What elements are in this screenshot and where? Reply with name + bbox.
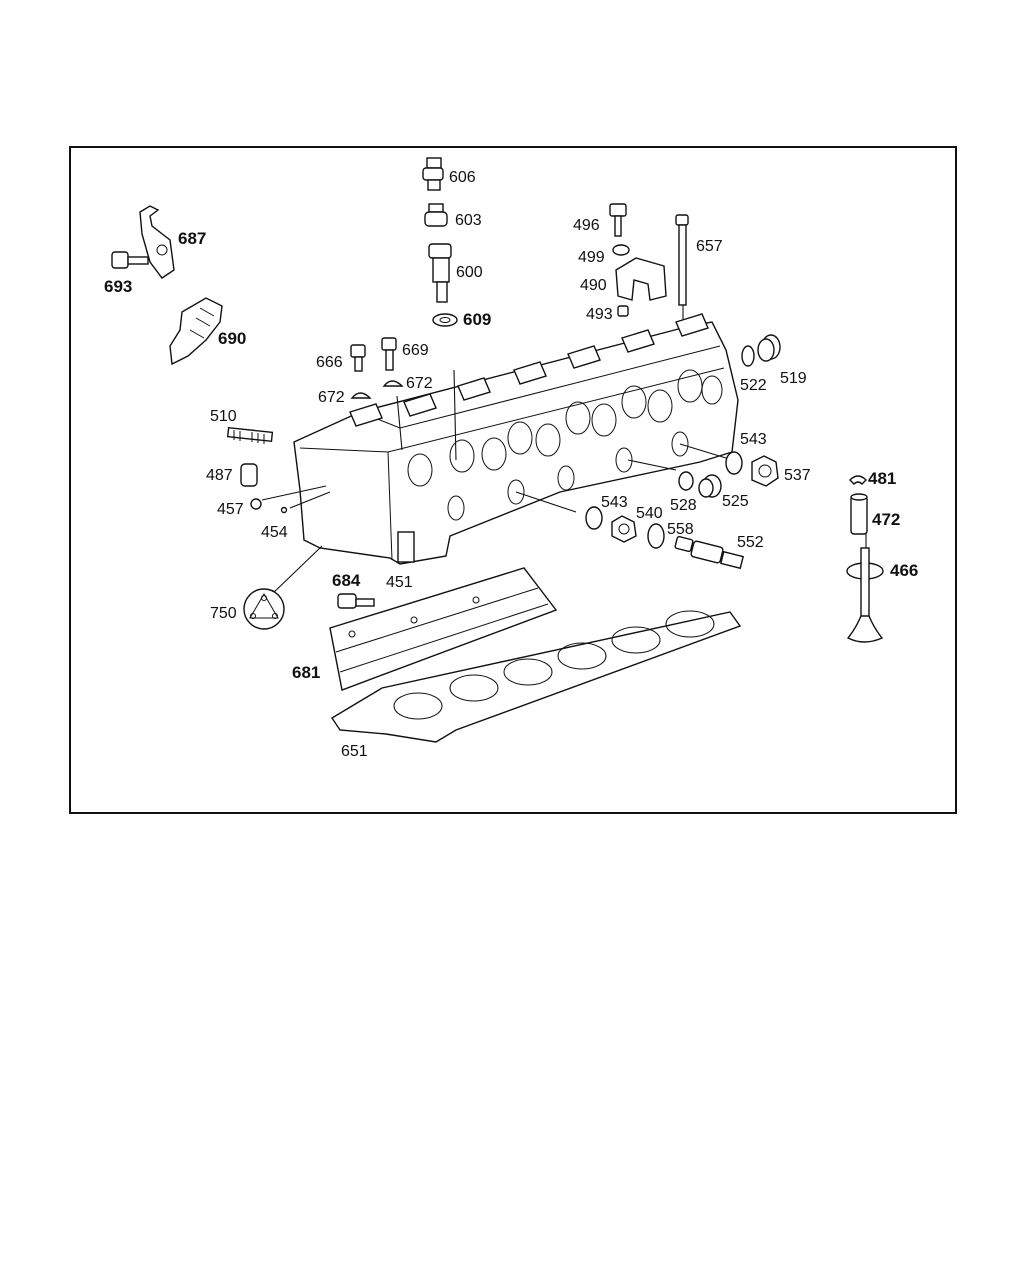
pin-454[interactable]	[280, 506, 288, 514]
washer-499[interactable]	[612, 244, 630, 256]
seal-ring-543-right[interactable]	[725, 451, 743, 475]
diagram-frame: 606 603 600 609 687 693 690 496 499 490 493 657 666 6…	[69, 146, 957, 814]
callout-603: 603	[455, 212, 482, 229]
bearing-cap-490[interactable]	[615, 257, 667, 301]
callout-472: 472	[872, 510, 900, 529]
cylinder-head-451[interactable]	[293, 313, 739, 565]
seal-ring-558[interactable]	[647, 523, 665, 549]
bolt-496[interactable]	[609, 203, 627, 237]
plug-519[interactable]	[757, 334, 781, 362]
callout-451: 451	[386, 574, 413, 591]
cover-750[interactable]	[243, 588, 285, 630]
part-603[interactable]	[424, 203, 448, 227]
gasket-bores	[393, 610, 715, 720]
callout-552: 552	[737, 534, 764, 551]
seal-ring-528[interactable]	[678, 471, 694, 491]
callout-510: 510	[210, 408, 237, 425]
callout-690: 690	[218, 329, 246, 348]
bolt-657[interactable]	[675, 214, 689, 330]
callout-499: 499	[578, 249, 605, 266]
callout-487: 487	[206, 467, 233, 484]
callout-525: 525	[722, 493, 749, 510]
callout-496: 496	[573, 217, 600, 234]
part-609[interactable]	[432, 313, 458, 327]
plug-487[interactable]	[240, 463, 258, 487]
bolt-693[interactable]	[111, 251, 149, 269]
head-gasket-651[interactable]	[331, 610, 742, 743]
shim-672-b[interactable]	[382, 380, 404, 387]
callout-657: 657	[696, 238, 723, 255]
parts-diagram: 606 603 600 609 687 693 690 496 499 490 493 657 666 6…	[104, 157, 918, 760]
callout-672: 672	[318, 389, 345, 406]
callout-522: 522	[740, 377, 767, 394]
callout-687: 687	[178, 229, 206, 248]
head-ports	[407, 369, 723, 521]
seal-ring-543-lower[interactable]	[585, 506, 603, 530]
part-600[interactable]	[428, 243, 452, 303]
callout-519: 519	[780, 370, 807, 387]
sensor-552[interactable]	[674, 535, 745, 570]
callout-600: 600	[456, 264, 483, 281]
nut-540[interactable]	[611, 515, 637, 543]
part-606[interactable]	[422, 157, 444, 191]
ring-457[interactable]	[250, 498, 262, 510]
valve-466[interactable]	[846, 547, 884, 643]
callout-528: 528	[670, 497, 697, 514]
callout-543: 543	[740, 431, 767, 448]
callout-543: 543	[601, 494, 628, 511]
seal-ring-522[interactable]	[741, 345, 755, 367]
bolt-666[interactable]	[350, 344, 366, 372]
callout-490: 490	[580, 277, 607, 294]
callout-481: 481	[868, 469, 896, 488]
bolt-684[interactable]	[337, 593, 375, 609]
callout-457: 457	[217, 501, 244, 518]
stud-510[interactable]	[226, 426, 274, 444]
plug-525[interactable]	[698, 474, 722, 498]
callout-609: 609	[463, 310, 491, 329]
shim-672-a[interactable]	[350, 392, 372, 399]
callout-466: 466	[890, 561, 918, 580]
callout-666: 666	[316, 354, 343, 371]
bracket-687[interactable]	[139, 205, 175, 279]
keeper-481[interactable]	[849, 475, 867, 485]
heat-shield-681[interactable]	[329, 567, 558, 691]
nut-537[interactable]	[751, 455, 779, 487]
callout-672: 672	[406, 375, 433, 392]
bracket-690[interactable]	[169, 297, 223, 366]
callout-labels: 606 603 600 609 687 693 690 496 499 490 493 657 666 6…	[104, 169, 918, 760]
callout-540: 540	[636, 505, 663, 522]
sleeve-493[interactable]	[617, 305, 629, 317]
cam-bearings	[349, 313, 709, 427]
tappet-472[interactable]	[850, 493, 868, 535]
callout-493: 493	[586, 306, 613, 323]
bolt-669[interactable]	[381, 337, 397, 371]
callout-454: 454	[261, 524, 288, 541]
callout-537: 537	[784, 467, 811, 484]
callout-750: 750	[210, 605, 237, 622]
callout-693: 693	[104, 277, 132, 296]
callout-669: 669	[402, 342, 429, 359]
callout-558: 558	[667, 521, 694, 538]
callout-606: 606	[449, 169, 476, 186]
callout-684: 684	[332, 571, 361, 590]
callout-681: 681	[292, 663, 320, 682]
callout-651: 651	[341, 743, 368, 760]
